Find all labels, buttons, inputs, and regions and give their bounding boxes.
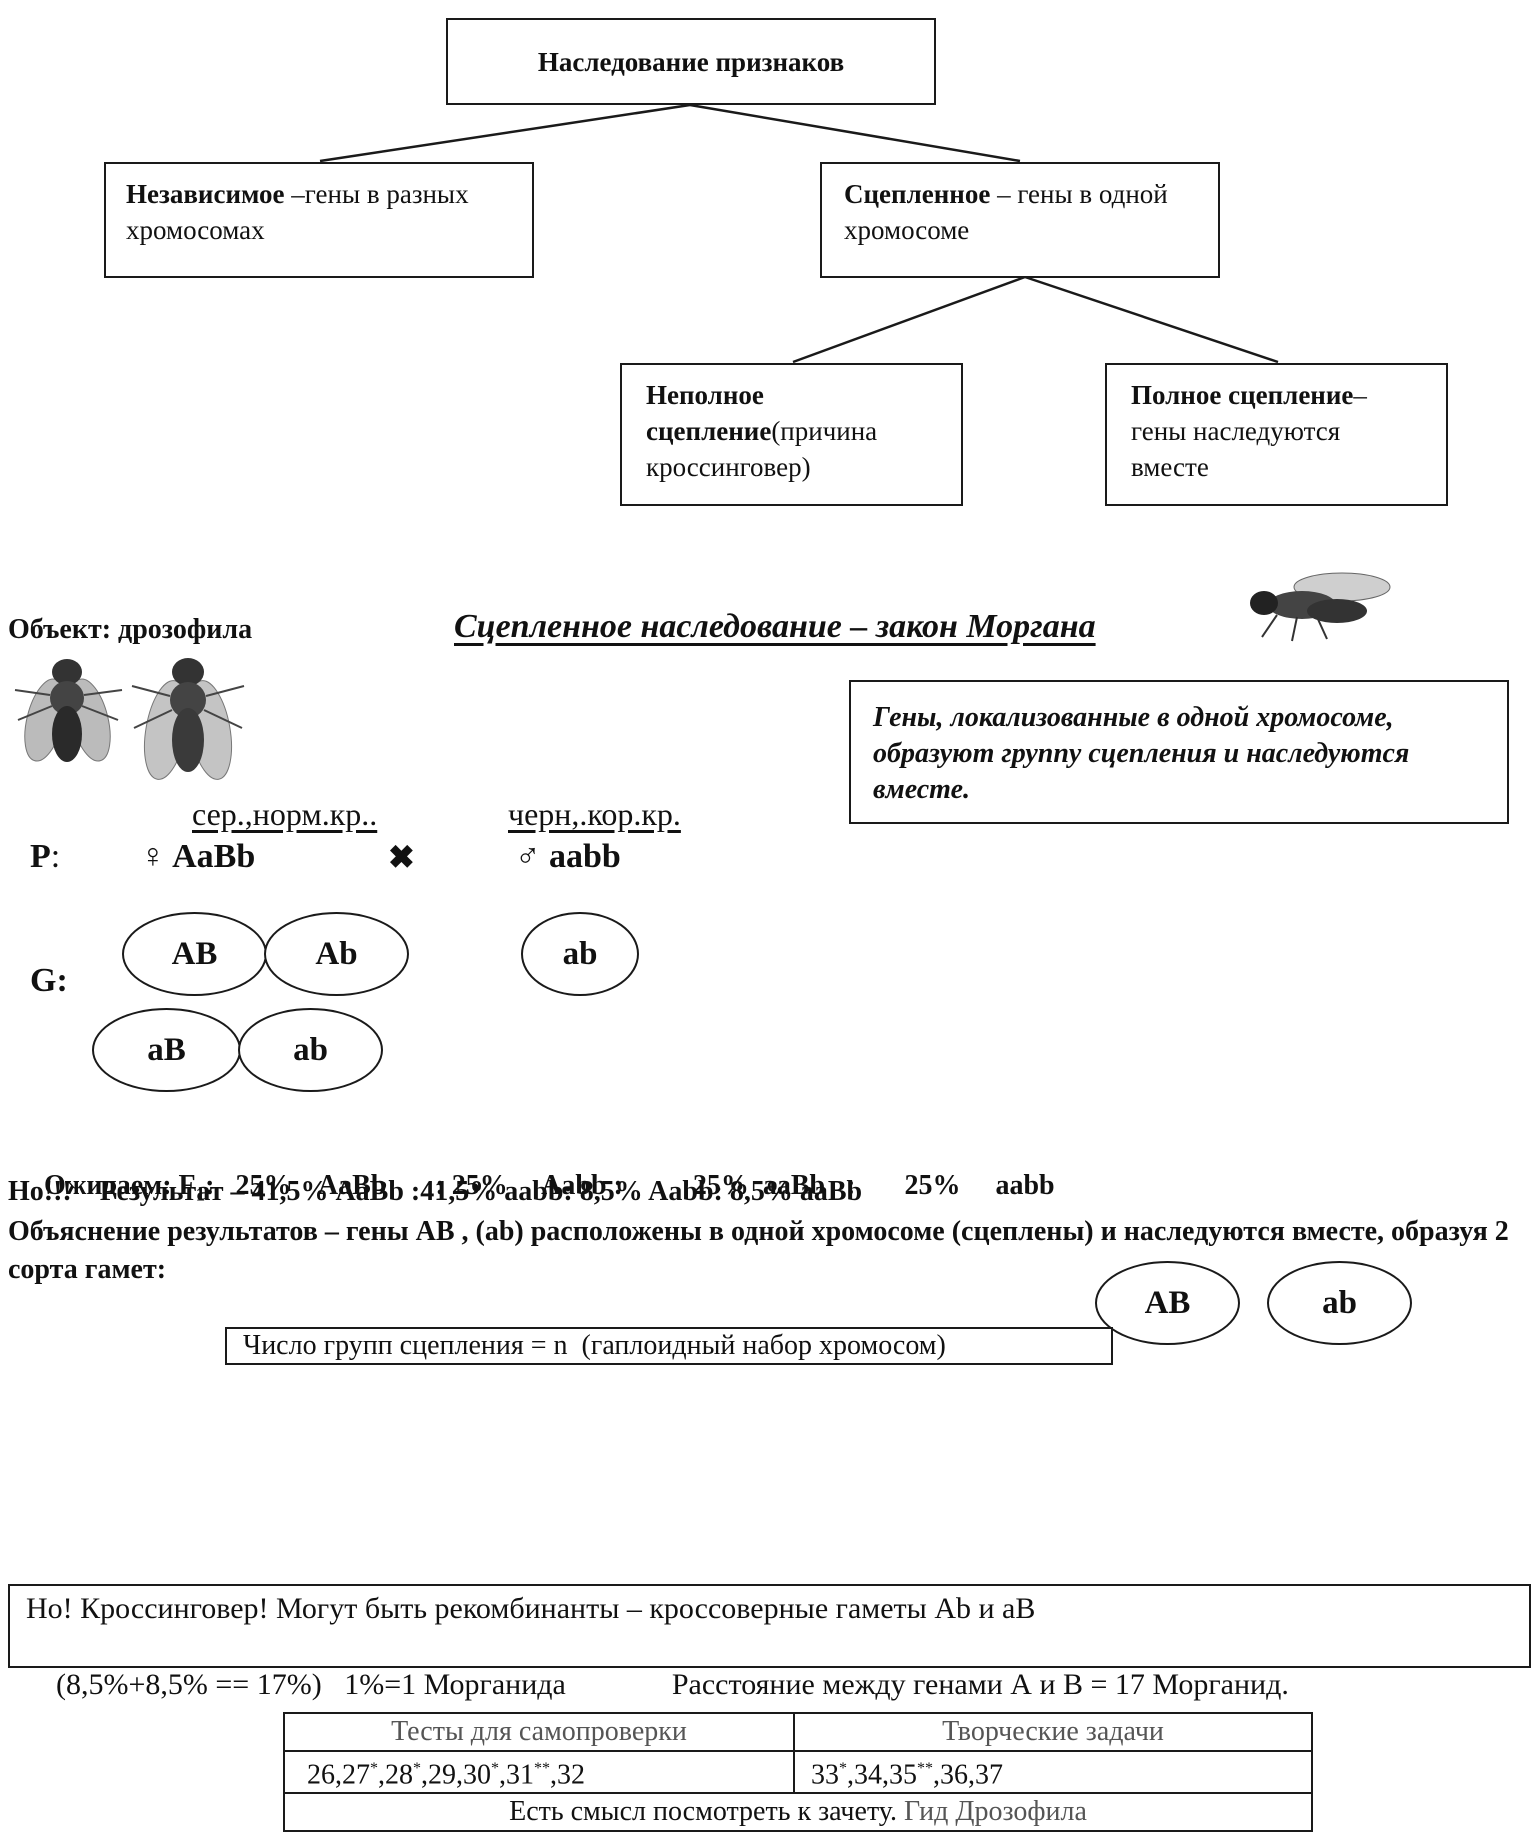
table-row: 26,27*,28*,29,30*,31**,32 33*,34,35**,36… — [283, 1749, 1313, 1795]
expected-rest: : 25% AaBb : 25% Aabb : 25% aaBb : 25% a… — [205, 1170, 1055, 1201]
fly-female-icon — [14, 659, 123, 762]
law-title-text: Сцепленное наследование – закон Моргана — [454, 608, 1096, 645]
gamete-oval: aB — [92, 1008, 241, 1092]
table-row: Тесты для самопроверки Творческие задачи — [283, 1712, 1313, 1752]
law-title: Сцепленное наследование – закон Моргана — [454, 608, 1140, 646]
tests-mark: * — [491, 1760, 499, 1777]
complete-term: Полное сцепление — [1131, 380, 1354, 410]
gamete-oval: Ab — [264, 912, 409, 996]
tasks-num: 33 — [811, 1759, 839, 1791]
incomplete-term: Неполное сцепление — [646, 380, 772, 446]
linked-gamete-oval: AB — [1095, 1261, 1240, 1345]
expected-prefix: Ожидаем: F — [44, 1170, 196, 1201]
footer-note: Есть смысл посмотреть к зачету. — [509, 1796, 898, 1828]
gamete-oval: ab — [521, 912, 639, 996]
parents-colon: : — [50, 838, 61, 875]
tasks-mark: ** — [917, 1760, 933, 1777]
groups-rule-box: Число групп сцепления = n (гаплоидный на… — [225, 1327, 1113, 1365]
tests-num: 26,27 — [307, 1759, 370, 1791]
fly-flying-icon — [1250, 572, 1391, 642]
crossover-line-2: (8,5%+8,5% == 17%) 1%=1 Морганида Расстоя… — [26, 1628, 1513, 1742]
groups-rule-text: Число групп сцепления = n (гаплоидный на… — [243, 1330, 946, 1361]
male-genotype: ♂ aabb — [515, 838, 621, 875]
tasks-header: Творческие задачи — [793, 1712, 1313, 1752]
linkage-rule-box: Гены, локализованные в одной хромосоме, … — [849, 680, 1509, 824]
actual-result: Но!!! Результат – 41,5% AaBb :41,5% aabb… — [8, 1176, 863, 1207]
tree-incomplete-box: Неполное сцепление(причина кроссинговер) — [620, 363, 963, 506]
tests-mark: ** — [534, 1760, 550, 1777]
results-explanation: Объяснение результатов – гены АВ , (ab) … — [8, 1216, 1509, 1285]
tests-num: ,32 — [550, 1759, 585, 1791]
female-phenotype: сер.,норм.кр.. — [192, 796, 378, 832]
tasks-num: ,34,35 — [847, 1759, 917, 1791]
female-genotype: ♀ AaBb — [140, 838, 256, 875]
footer-guide-link[interactable]: Гид Дрозофила — [904, 1796, 1087, 1828]
tree-root-box: Наследование признаков — [446, 18, 936, 105]
linkage-rule-text: Гены, локализованные в одной хромосоме, … — [873, 702, 1410, 805]
crossover-box: Но! Кроссинговер! Могут быть рекомбинант… — [8, 1584, 1531, 1701]
cross-sign: ✖ — [388, 839, 415, 875]
tests-header: Тесты для самопроверки — [283, 1712, 795, 1752]
tests-table: Тесты для самопроверки Творческие задачи… — [283, 1712, 1313, 1833]
parents-row: P: — [30, 838, 60, 876]
fly-male-icon — [131, 658, 245, 780]
tests-num: ,28 — [378, 1759, 413, 1791]
tests-mark: * — [370, 1760, 378, 1777]
parents-label: P — [30, 838, 51, 875]
tasks-list[interactable]: 33*,34,35**,36,37 — [793, 1749, 1313, 1795]
tests-list[interactable]: 26,27*,28*,29,30*,31**,32 — [283, 1749, 795, 1795]
crossover-calc: (8,5%+8,5% == 17%) 1%=1 Морганида — [56, 1668, 566, 1701]
tree-independent-box: Независимое –гены в разных хромосомах — [104, 162, 534, 278]
tree-connectors — [319, 103, 1279, 364]
complete-desc: – гены наследуются вместе — [1131, 380, 1367, 482]
crossover-distance: Расстояние между генами А и В = 17 Морга… — [671, 1668, 1289, 1701]
tests-num: ,29,30 — [421, 1759, 491, 1791]
tasks-mark: * — [839, 1760, 847, 1777]
incomplete-desc: (причина кроссинговер) — [646, 416, 878, 482]
crossover-line-1: Но! Кроссинговер! Могут быть рекомбинант… — [26, 1592, 1036, 1625]
tasks-num: ,36,37 — [933, 1759, 1003, 1791]
table-footer: Есть смысл посмотреть к зачету. Гид Дроз… — [283, 1792, 1313, 1833]
expected-sub: 1 — [195, 1184, 206, 1206]
expected-f1: Ожидаем: F1: 25% AaBb : 25% Aabb : 25% a… — [30, 1138, 1055, 1207]
tree-linked-box: Сцепленное – гены в одной хромосоме — [820, 162, 1220, 278]
tree-root-label: Наследование признаков — [537, 46, 845, 77]
linked-term: Сцепленное — [844, 179, 991, 209]
gamete-oval: ab — [238, 1008, 383, 1092]
male-phenotype: черн,.кор.кр. — [508, 796, 681, 832]
independent-term: Независимое — [126, 179, 285, 209]
table-row: Есть смысл посмотреть к зачету. Гид Дроз… — [283, 1792, 1313, 1833]
linked-desc: – гены в одной хромосоме — [844, 179, 1168, 245]
gametes-label: G: — [30, 962, 68, 999]
tests-mark: * — [413, 1760, 421, 1777]
independent-desc: –гены в разных хромосомах — [126, 179, 469, 245]
linked-gamete-oval: ab — [1267, 1261, 1412, 1345]
tree-complete-box: Полное сцепление– гены наследуются вмест… — [1105, 363, 1448, 506]
tests-num: ,31 — [499, 1759, 534, 1791]
gamete-oval: AB — [122, 912, 267, 996]
object-label: Объект: дрозофила — [8, 614, 253, 645]
